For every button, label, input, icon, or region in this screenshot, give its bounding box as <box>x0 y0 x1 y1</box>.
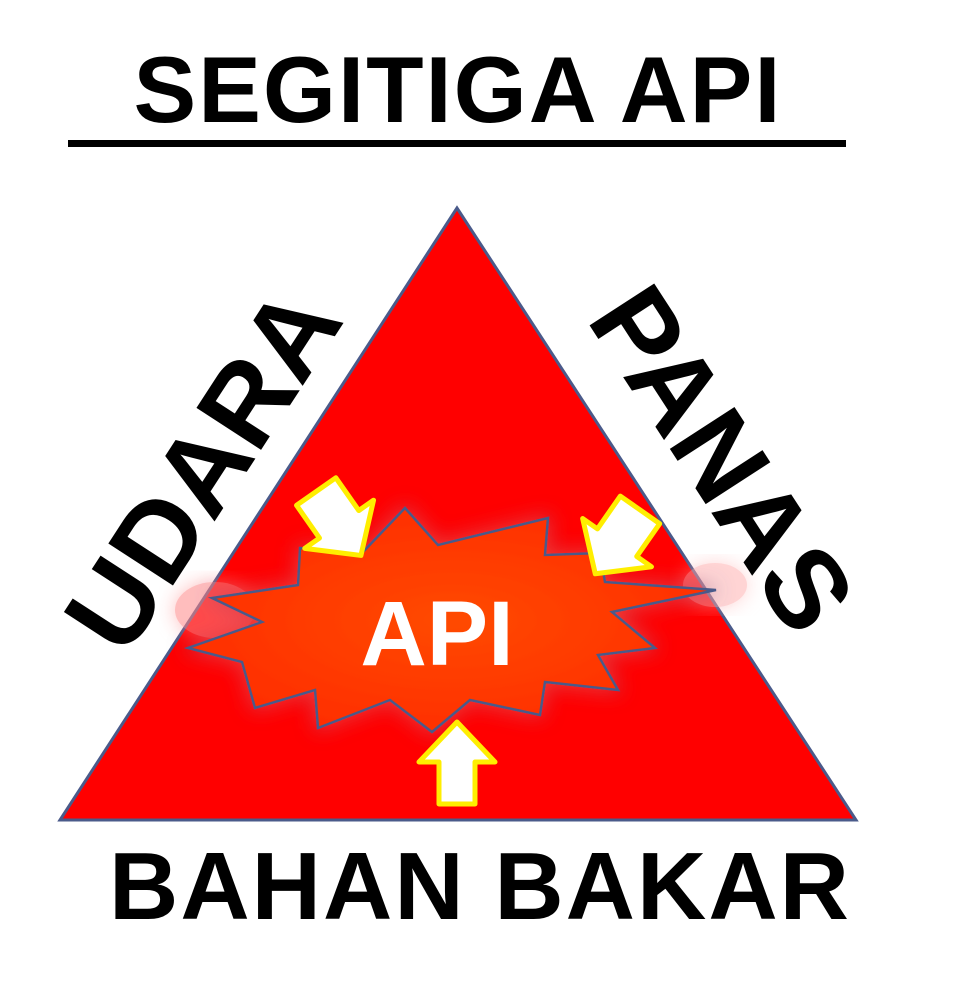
title-underline <box>68 140 846 147</box>
fire-burst-icon <box>183 506 717 734</box>
arrow-icon <box>416 719 498 807</box>
arrow-icon <box>294 475 377 558</box>
arrow-icon <box>580 493 663 577</box>
center-label: API <box>360 583 513 685</box>
page-title: SEGITIGA API <box>133 37 783 142</box>
bottom-label: BAHAN BAKAR <box>109 833 851 940</box>
glow-right <box>683 563 747 607</box>
